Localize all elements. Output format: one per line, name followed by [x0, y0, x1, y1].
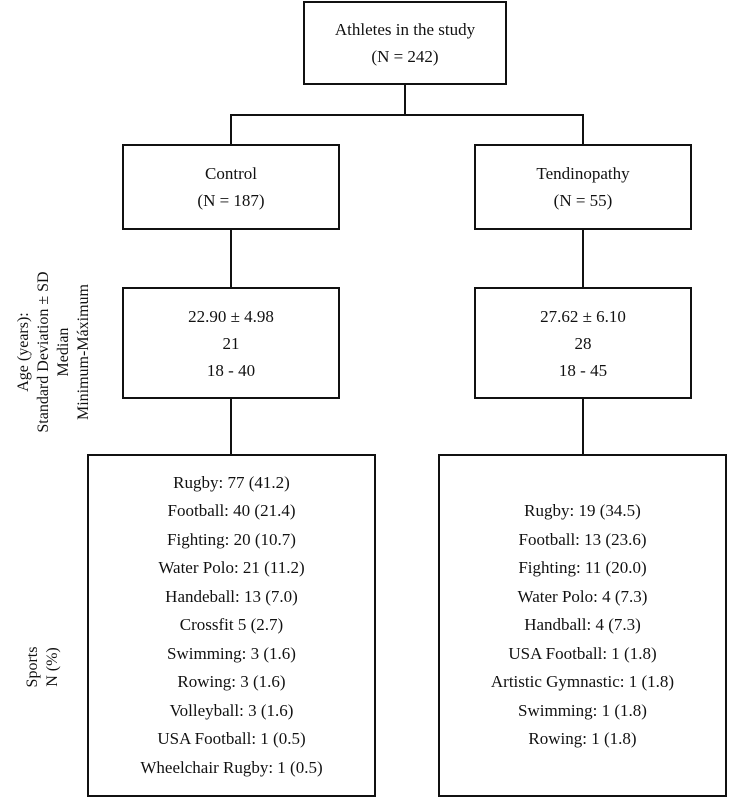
age-row-label: Age (years): Standard Deviation ± SD Med…	[14, 252, 94, 452]
connector-tendinopathy-age	[582, 230, 584, 287]
sport-item: Swimming: 1 (1.8)	[518, 700, 647, 720]
control-title: Control	[205, 164, 257, 183]
sport-item: Crossfit 5 (2.7)	[179, 615, 284, 635]
age-label-line: Minimum-Máximum	[75, 284, 92, 420]
connector-tendinopathy-down	[582, 114, 584, 144]
tendinopathy-age-median: 28	[574, 333, 592, 353]
sport-item: Football: 13 (23.6)	[518, 529, 647, 549]
connector-control-sports	[230, 399, 232, 454]
tendinopathy-age-mean: 27.62 ± 6.10	[540, 306, 626, 326]
tendinopathy-age-range: 18 - 45	[558, 360, 608, 380]
control-sports-box: Rugby: 77 (41.2) Football: 40 (21.4) Fig…	[87, 454, 376, 797]
control-group-box: Control (N = 187)	[122, 144, 340, 230]
control-count: (N = 187)	[197, 191, 265, 210]
control-age-median: 21	[222, 333, 240, 353]
sports-label-line: Sports	[24, 646, 41, 688]
control-age-mean: 22.90 ± 4.98	[188, 306, 274, 326]
sport-item: Fighting: 11 (20.0)	[518, 558, 647, 578]
root-count: (N = 242)	[371, 47, 439, 66]
tendinopathy-title: Tendinopathy	[536, 164, 630, 183]
root-title: Athletes in the study	[334, 20, 476, 39]
sport-item: Handball: 4 (7.3)	[524, 615, 641, 635]
connector-control-age	[230, 230, 232, 287]
sport-item: Artistic Gymnastic: 1 (1.8)	[490, 672, 675, 692]
age-label-line: Median	[55, 327, 72, 377]
connector-horizontal	[230, 114, 584, 116]
sport-item: Football: 40 (21.4)	[167, 501, 296, 521]
connector-tendinopathy-sports	[582, 399, 584, 454]
tendinopathy-age-box: 27.62 ± 6.10 28 18 - 45	[474, 287, 692, 399]
sports-label-line: N (%)	[44, 647, 61, 687]
sport-item: USA Football: 1 (1.8)	[508, 643, 657, 663]
sport-item: Rowing: 1 (1.8)	[528, 729, 637, 749]
root-box: Athletes in the study (N = 242)	[303, 1, 507, 85]
control-age-box: 22.90 ± 4.98 21 18 - 40	[122, 287, 340, 399]
tendinopathy-sports-box: Rugby: 19 (34.5) Football: 13 (23.6) Fig…	[438, 454, 727, 797]
control-age-range: 18 - 40	[206, 360, 256, 380]
age-label-line: Age (years):	[15, 312, 32, 392]
sport-item: Rugby: 77 (41.2)	[173, 472, 290, 492]
connector-root-down	[404, 85, 406, 115]
tendinopathy-count: (N = 55)	[553, 191, 613, 210]
tendinopathy-group-box: Tendinopathy (N = 55)	[474, 144, 692, 230]
sport-item: Wheelchair Rugby: 1 (0.5)	[140, 757, 323, 777]
sport-item: Water Polo: 4 (7.3)	[517, 586, 648, 606]
age-label-line: Standard Deviation ± SD	[35, 271, 52, 433]
sports-row-label: Sports N (%)	[23, 627, 67, 707]
sport-item: Water Polo: 21 (11.2)	[158, 558, 305, 578]
sport-item: Swimming: 3 (1.6)	[167, 643, 296, 663]
sport-item: USA Football: 1 (0.5)	[157, 729, 306, 749]
sport-item: Handeball: 13 (7.0)	[165, 586, 298, 606]
sport-item: Volleyball: 3 (1.6)	[169, 700, 294, 720]
connector-control-down	[230, 114, 232, 144]
sport-item: Rugby: 19 (34.5)	[524, 501, 641, 521]
sport-item: Rowing: 3 (1.6)	[177, 672, 286, 692]
sport-item: Fighting: 20 (10.7)	[167, 529, 296, 549]
